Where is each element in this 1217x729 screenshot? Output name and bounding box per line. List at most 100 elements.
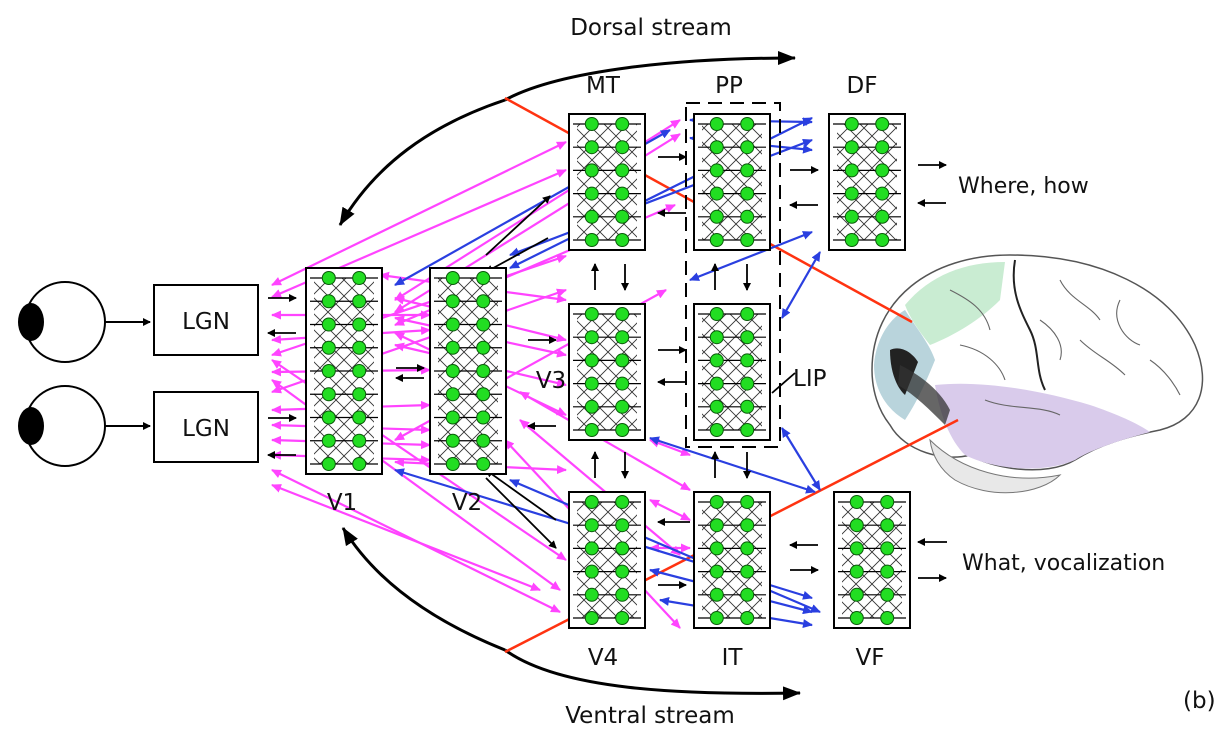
neuron-node <box>709 186 724 201</box>
neuron-node <box>445 433 460 448</box>
neuron-node <box>615 399 630 414</box>
neuron-node <box>875 163 890 178</box>
neuron-node <box>445 340 460 355</box>
lip-dashed-region <box>685 102 781 448</box>
neuron-node <box>740 330 755 345</box>
module-pp <box>693 113 771 251</box>
neuron-node <box>844 233 859 247</box>
neuron-node <box>584 399 599 414</box>
neuron-node <box>740 209 755 224</box>
neuron-node <box>740 186 755 201</box>
neuron-node <box>445 294 460 309</box>
neuron-node <box>476 457 491 471</box>
neuron-node <box>615 541 630 556</box>
neuron-node <box>615 117 630 131</box>
neuron-node <box>615 163 630 178</box>
neuron-node <box>740 353 755 368</box>
neuron-node <box>709 541 724 556</box>
neuron-node <box>709 611 724 625</box>
neuron-node <box>709 353 724 368</box>
neuron-node <box>584 564 599 579</box>
neuron-node <box>321 364 336 378</box>
neuron-node <box>709 117 724 131</box>
area-label-it: IT <box>722 645 744 671</box>
neuron-node <box>584 495 599 509</box>
neuron-node <box>352 433 367 448</box>
neuron-node <box>476 387 491 402</box>
neuron-node <box>880 541 895 556</box>
neuron-node <box>584 186 599 201</box>
lgn-label: LGN <box>182 416 230 442</box>
local-arrow <box>485 469 557 521</box>
feedforward-feedback-arrow <box>649 499 691 521</box>
neuron-node <box>709 564 724 579</box>
module-lip <box>693 303 771 441</box>
dorsal-stream-label: Dorsal stream <box>570 15 732 41</box>
neuron-node <box>584 376 599 391</box>
neuron-node <box>584 353 599 368</box>
neuron-node <box>615 307 630 321</box>
neuron-node <box>445 271 460 285</box>
neuron-node <box>709 495 724 509</box>
module-v4 <box>568 491 646 629</box>
output-label-what-vocalization: What, vocalization <box>962 551 1165 576</box>
neuron-node <box>615 495 630 509</box>
feedforward-feedback-arrow <box>649 438 691 457</box>
neuron-node <box>615 376 630 391</box>
neuron-node <box>445 317 460 332</box>
eye-bottom <box>18 385 151 467</box>
neuron-node <box>321 457 336 471</box>
neuron-node <box>849 541 864 556</box>
neuron-node <box>740 117 755 131</box>
neuron-node <box>445 387 460 402</box>
neuron-node <box>352 410 367 425</box>
local-arrow <box>485 195 551 256</box>
neuron-node <box>321 271 336 285</box>
area-label-v4: V4 <box>588 645 618 671</box>
neuron-node <box>740 611 755 625</box>
neuron-node <box>476 317 491 332</box>
neuron-node <box>584 611 599 625</box>
neuron-node <box>584 233 599 247</box>
neuron-node <box>740 518 755 533</box>
area-label-vf: VF <box>856 645 885 671</box>
neuron-node <box>445 457 460 471</box>
neuron-node <box>709 140 724 155</box>
area-label-v2: V2 <box>452 490 482 516</box>
area-label-mt: MT <box>586 73 621 99</box>
neuron-node <box>584 140 599 155</box>
neuron-node <box>709 330 724 345</box>
neuron-node <box>875 186 890 201</box>
local-arrow <box>485 237 549 273</box>
neuron-node <box>352 387 367 402</box>
neuron-node <box>709 209 724 224</box>
neuron-node <box>740 307 755 321</box>
module-mt <box>568 113 646 251</box>
neuron-node <box>615 353 630 368</box>
neuron-node <box>709 423 724 437</box>
neuron-node <box>709 518 724 533</box>
neuron-node <box>849 518 864 533</box>
neuron-node <box>584 307 599 321</box>
area-label-v3: V3 <box>536 368 566 394</box>
neuron-node <box>445 364 460 378</box>
area-label-df: DF <box>847 73 878 99</box>
area-label-v1: V1 <box>327 490 357 516</box>
neuron-node <box>584 163 599 178</box>
neuron-node <box>844 163 859 178</box>
module-df <box>828 113 906 251</box>
neuron-node <box>844 209 859 224</box>
neuron-node <box>584 330 599 345</box>
neuron-node <box>321 340 336 355</box>
neuron-node <box>352 364 367 378</box>
neuron-node <box>740 495 755 509</box>
neuron-node <box>875 140 890 155</box>
cortical-modules <box>305 113 911 629</box>
neuron-node <box>615 330 630 345</box>
neuron-node <box>321 317 336 332</box>
neuron-node <box>615 518 630 533</box>
neuron-node <box>476 340 491 355</box>
neuron-node <box>352 294 367 309</box>
neuron-node <box>476 410 491 425</box>
